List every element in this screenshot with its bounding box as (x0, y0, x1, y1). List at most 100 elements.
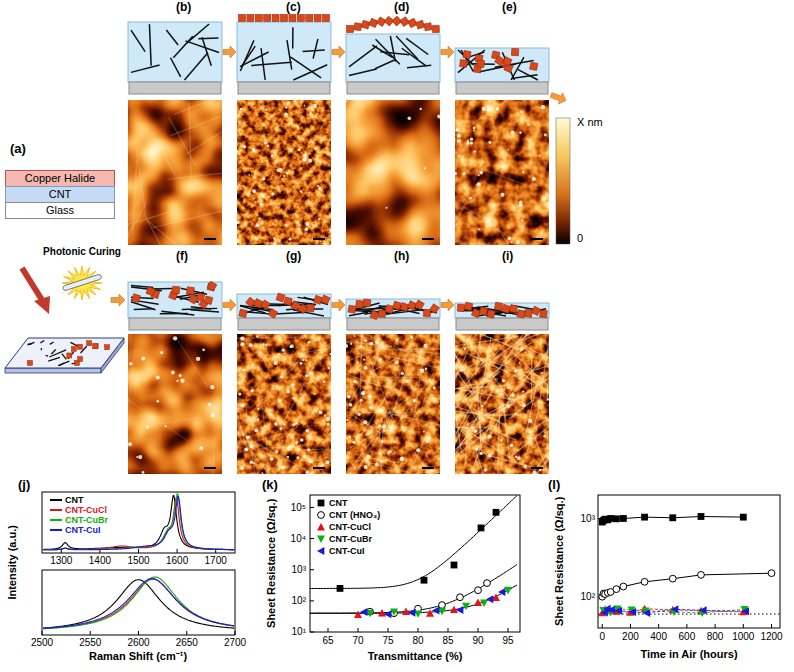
particle-dot (517, 456, 521, 460)
axis-tick (310, 569, 314, 570)
particle-dot (271, 192, 274, 195)
particle-dot (533, 471, 537, 475)
glass-substrate (238, 82, 330, 94)
axis-title: Transmittance (%) (368, 650, 463, 663)
glass-substrate (129, 318, 221, 330)
nanotube-trace (443, 181, 479, 242)
nanotube-trace (381, 412, 464, 431)
nanotube-trace (539, 334, 551, 409)
particle-dot (278, 399, 282, 403)
particle-dot (318, 218, 320, 220)
data-marker (439, 602, 446, 609)
particle-dot (474, 430, 477, 433)
data-curve (602, 573, 771, 597)
halide-particle (321, 295, 330, 304)
panel-letter: (d) (394, 1, 409, 15)
nanotube-trace (449, 377, 486, 447)
particle-dot (176, 380, 178, 382)
film-layer (346, 299, 440, 318)
scale-bar (204, 467, 216, 469)
particle-dot (401, 426, 404, 429)
particle-dot (471, 426, 474, 429)
axis-tick (42, 631, 43, 635)
particle-dot (196, 357, 200, 361)
axis-tick (508, 628, 509, 632)
tick-label: 1000 (732, 631, 754, 643)
particle-dot (413, 399, 416, 402)
halide-particle (314, 295, 323, 304)
particle-dot (296, 456, 299, 459)
particle-dot (260, 203, 263, 206)
particle-dot (405, 379, 409, 383)
particle-dot (383, 430, 385, 432)
particle-dot (488, 453, 492, 457)
nanotube-trace (261, 446, 306, 448)
particle-dot (263, 141, 266, 144)
particle-dot (424, 167, 426, 169)
nanotube (58, 361, 69, 365)
nanotube-trace (472, 434, 513, 460)
data-marker (699, 606, 706, 614)
particle-dot (256, 223, 260, 227)
halide-particle (172, 286, 179, 293)
particle-dot (290, 344, 294, 348)
particle-dot (357, 413, 360, 416)
particle-dot (531, 437, 533, 439)
data-marker (360, 608, 367, 616)
afm-image (118, 320, 222, 498)
nanotube-trace (282, 362, 316, 425)
data-marker (475, 587, 482, 594)
nanotube (41, 348, 43, 350)
particle-dot (522, 403, 526, 407)
flash-burst (62, 266, 102, 300)
halide-particle (78, 357, 83, 362)
tick-label: 600 (679, 631, 696, 643)
nanotube-trace (128, 349, 135, 403)
nanotube-trace (451, 349, 469, 378)
plot-frame (598, 495, 780, 628)
particle-dot (128, 442, 132, 446)
particle-dot (309, 459, 313, 463)
tick-label: 2550 (79, 637, 101, 649)
particle-dot (283, 423, 285, 425)
particle-dot (395, 361, 399, 365)
data-curve (43, 495, 234, 549)
nanotube-trace (374, 348, 440, 350)
nanotube-trace (169, 118, 196, 166)
particle-dot (146, 425, 150, 429)
nanotube (166, 30, 178, 45)
nanotube-trace (282, 449, 343, 450)
nanotube-trace (457, 371, 477, 401)
particle-dot (284, 113, 288, 117)
particle-dot (257, 408, 259, 410)
particle-dot (460, 368, 463, 371)
data-marker (608, 606, 615, 614)
particle-dot (293, 423, 296, 426)
particle-dot (136, 456, 138, 458)
halide-particle (430, 304, 440, 314)
halide-particle (509, 305, 517, 313)
data-marker (451, 562, 458, 569)
particle-dot (407, 117, 411, 121)
halide-particle (477, 60, 485, 68)
nanotube-trace (273, 348, 328, 357)
particle-dot (346, 419, 348, 421)
legend-text: CNT-CuI (329, 546, 365, 556)
data-curve (43, 579, 234, 629)
tick-label: 1600 (166, 555, 188, 567)
particle-dot (541, 372, 543, 374)
particle-dot (426, 440, 429, 443)
particle-dot (473, 130, 475, 132)
particle-dot (252, 189, 256, 193)
halide-particle (502, 304, 511, 313)
nanotube-trace (383, 355, 461, 373)
nanotube (376, 39, 400, 64)
particle-dot (481, 405, 483, 407)
nanotube (50, 342, 54, 344)
data-marker (698, 571, 705, 578)
particle-dot (358, 460, 360, 462)
axis-tick (138, 549, 139, 553)
step-arrow (441, 46, 454, 58)
particle-dot (244, 448, 248, 452)
nanotube-trace (488, 456, 566, 476)
